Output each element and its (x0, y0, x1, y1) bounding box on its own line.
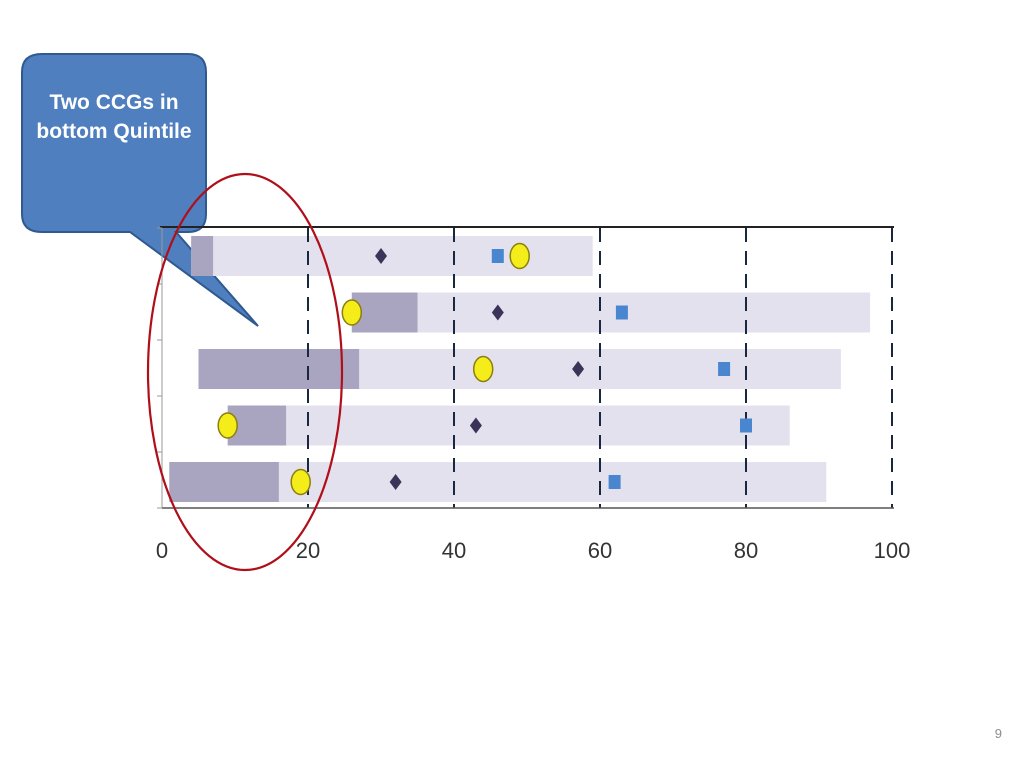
circle-marker (290, 468, 311, 496)
callout-text: Two CCGs in bottom Quintile (36, 91, 192, 143)
x-tick-label: 100 (874, 538, 911, 563)
bottom-quintile-bar (198, 349, 360, 389)
square-marker (615, 305, 628, 320)
diamond-marker (572, 361, 585, 377)
x-tick-label: 20 (296, 538, 320, 563)
x-axis-ticks: 0 20 40 60 80 100 (156, 538, 910, 563)
circle-marker (472, 355, 494, 383)
range-bar (191, 236, 593, 276)
circle-marker (341, 299, 363, 326)
callout-bubble (21, 53, 259, 327)
bottom-quintile-bar (169, 462, 279, 502)
square-marker (491, 249, 504, 263)
bottom-quintile-bar (191, 236, 214, 276)
diamond-marker (469, 417, 482, 434)
diamond-marker (375, 248, 387, 264)
square-marker (718, 362, 731, 376)
square-marker (608, 475, 621, 489)
square-marker (740, 418, 752, 433)
bottom-quintile-bar (351, 292, 418, 333)
range-bar (351, 292, 871, 333)
x-tick-label: 0 (156, 538, 168, 563)
circle-marker (509, 242, 530, 270)
plot-area (157, 226, 894, 509)
circle-marker (217, 412, 238, 439)
x-tick-label: 40 (442, 538, 466, 563)
diamond-marker (389, 474, 402, 490)
highlight-ellipse (146, 172, 344, 572)
x-tick-label: 80 (734, 538, 758, 563)
diamond-marker (491, 304, 504, 321)
x-tick-label: 60 (588, 538, 612, 563)
slide-number: 9 (994, 726, 1002, 741)
range-bar (227, 405, 790, 446)
